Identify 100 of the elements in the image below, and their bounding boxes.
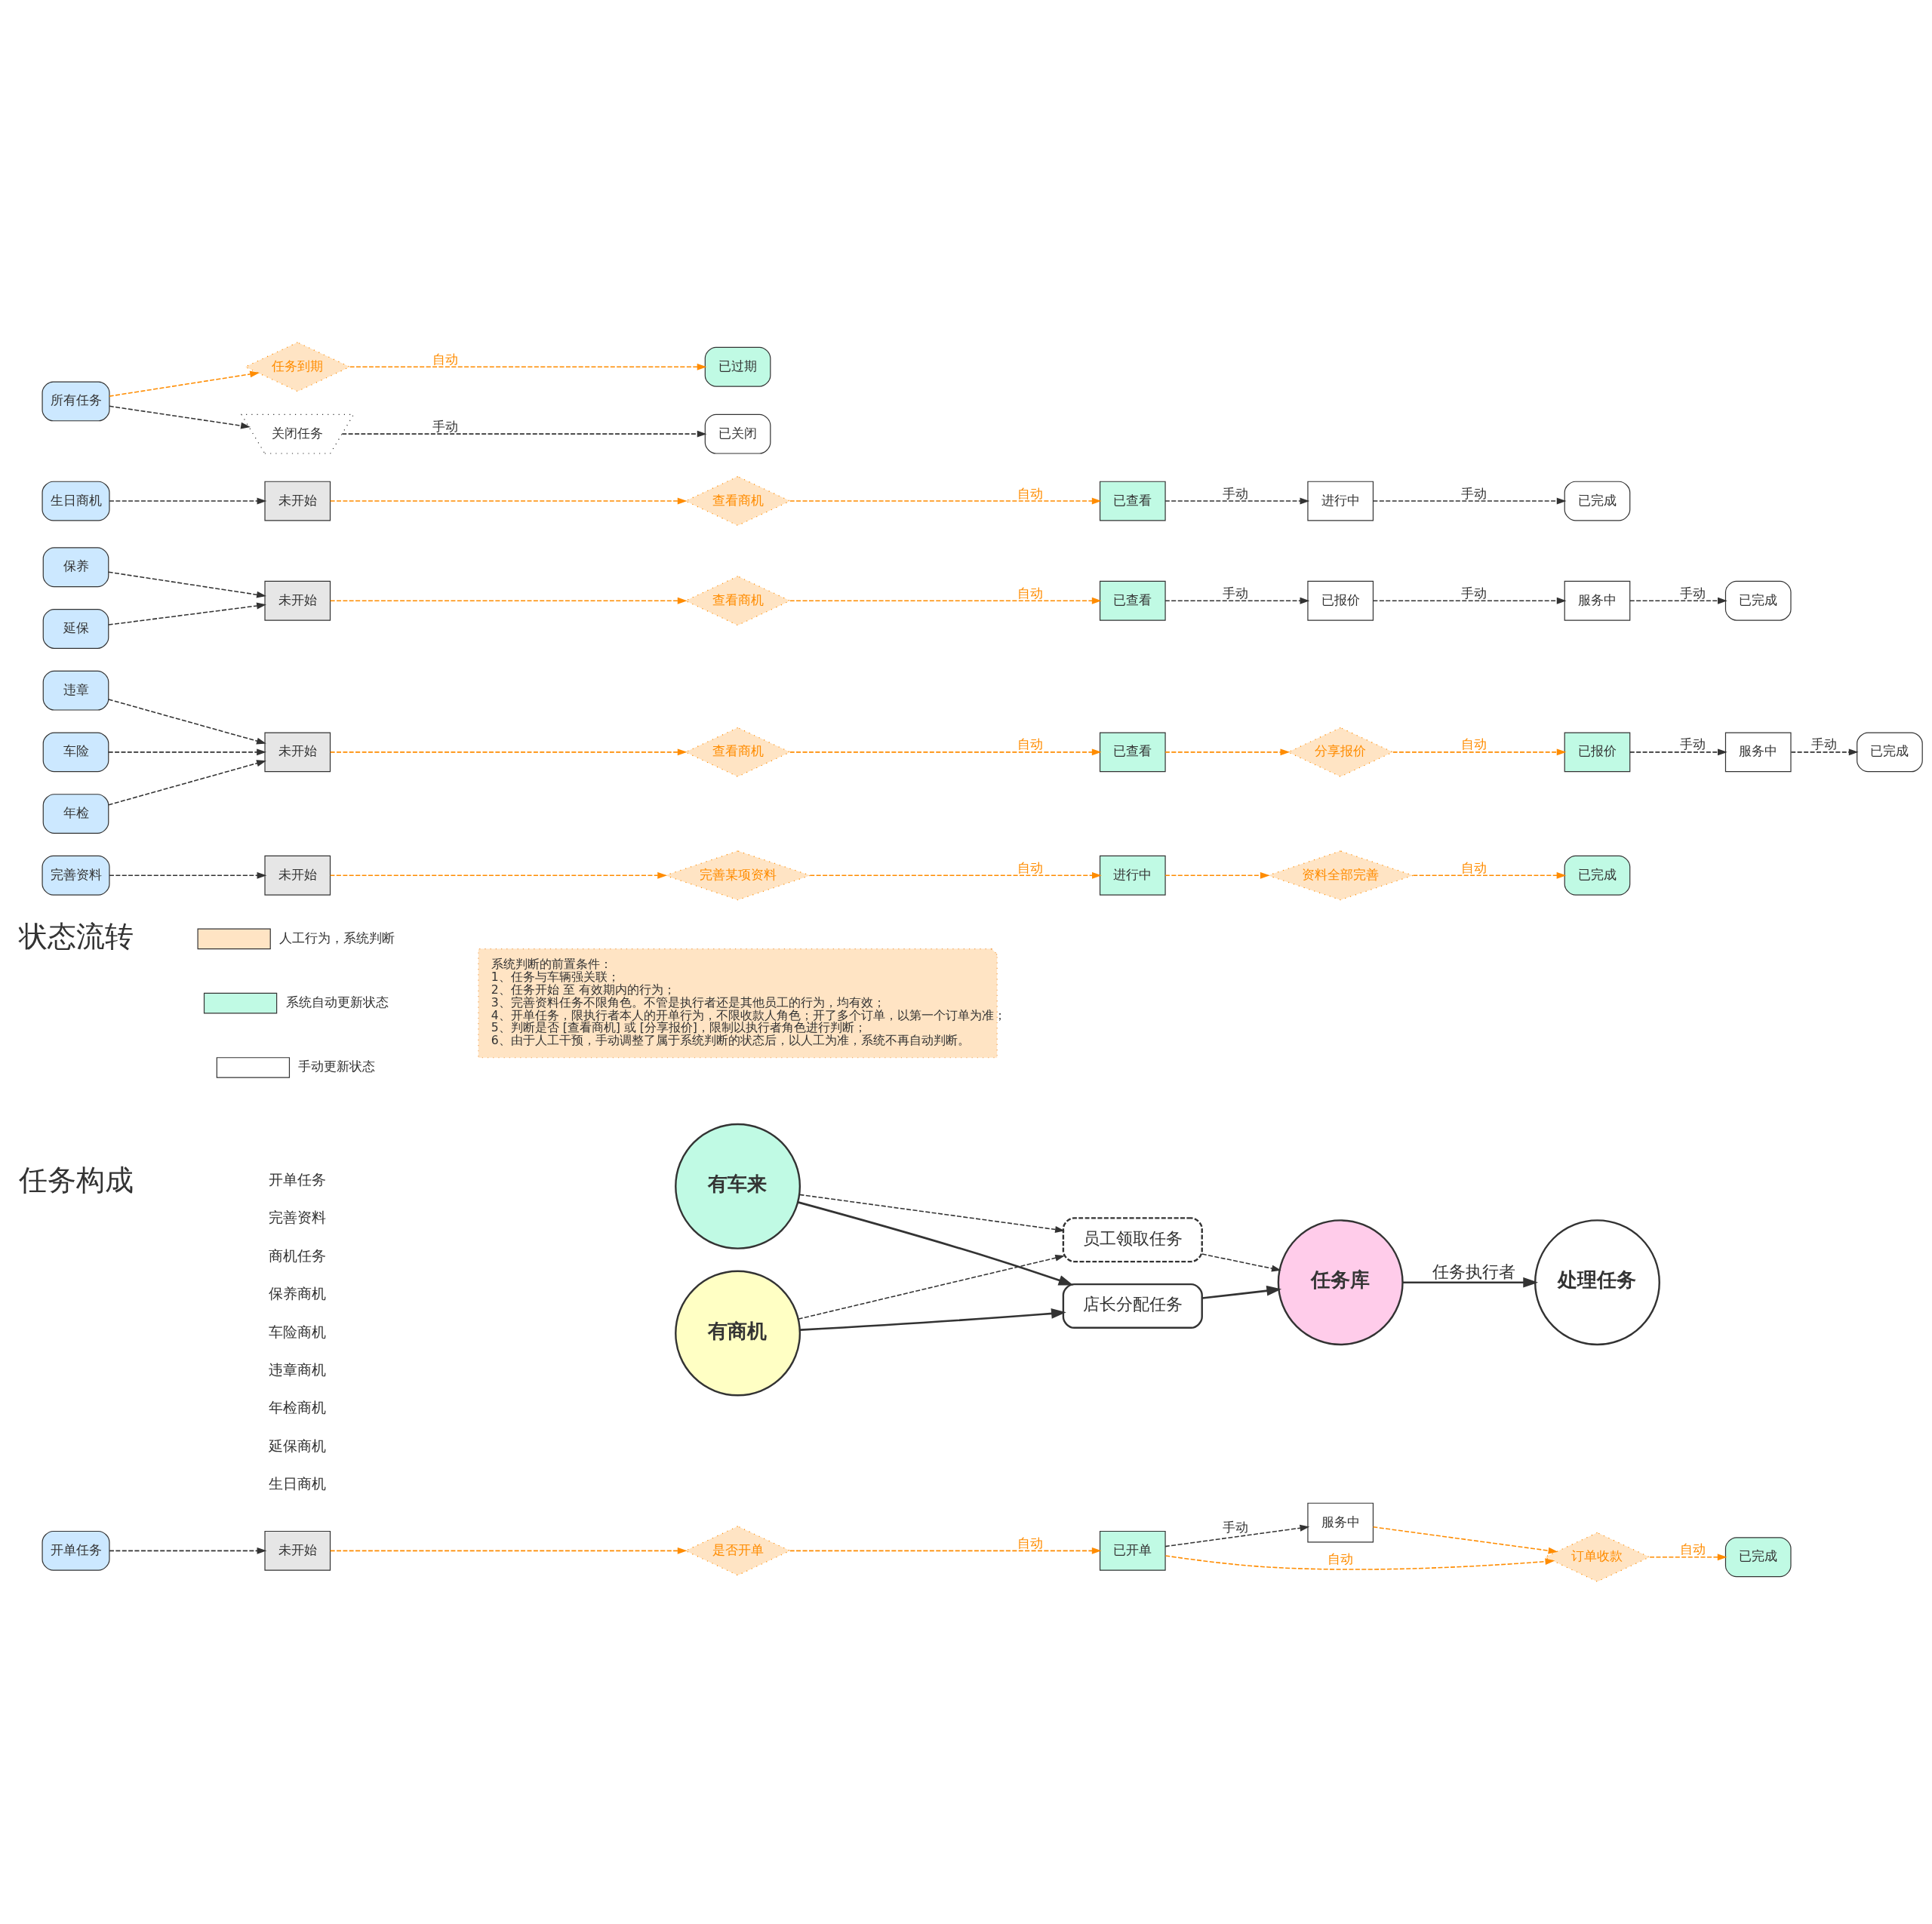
- edge-label: 任务执行者: [1432, 1262, 1516, 1281]
- node-diamond: 是否开单: [684, 1526, 792, 1576]
- arrow: [1372, 497, 1567, 505]
- node-box: 已查看: [1099, 580, 1166, 621]
- arrow: [109, 871, 267, 879]
- arrow: [108, 748, 266, 756]
- node-box: 已查看: [1099, 732, 1166, 773]
- label: 生日商机: [268, 1475, 326, 1493]
- label: 任务构成: [18, 1163, 134, 1197]
- node-box: 已报价: [1307, 580, 1374, 621]
- arrow: [1201, 1253, 1281, 1272]
- node-box: 已关闭: [704, 413, 771, 454]
- edge-label: 自动: [1461, 736, 1487, 752]
- arrow: [809, 871, 1102, 879]
- node-box: 开单任务: [42, 1530, 110, 1571]
- edge-label: 手动: [1222, 485, 1248, 501]
- edge-label: 自动: [1679, 1541, 1706, 1557]
- node-box: 已查看: [1099, 481, 1166, 521]
- arrow: [109, 370, 260, 397]
- arrow: [1629, 597, 1727, 604]
- arrow: [341, 430, 707, 438]
- arrow: [108, 699, 266, 745]
- arrow: [1164, 1555, 1555, 1570]
- arrow: [109, 497, 267, 505]
- node-box: 进行中: [1099, 855, 1166, 896]
- node-circle: 有商机: [675, 1270, 801, 1397]
- edge-label: 自动: [1017, 585, 1044, 601]
- label: 违章商机: [268, 1361, 326, 1379]
- arrow: [1790, 748, 1859, 756]
- node-box: 未开始: [264, 580, 331, 621]
- node-box: 违章: [42, 670, 109, 711]
- arrow: [329, 871, 667, 879]
- arrow: [1412, 871, 1567, 879]
- arrow: [329, 497, 688, 505]
- node-circle: 有车来: [675, 1123, 801, 1249]
- edge-label: 手动: [432, 418, 459, 434]
- node-box: 完善资料: [42, 855, 110, 896]
- arrow: [1201, 1285, 1282, 1299]
- arrow: [108, 602, 266, 625]
- arrow: [108, 571, 266, 598]
- node-box: 已过期: [704, 346, 771, 387]
- arrow: [329, 597, 688, 604]
- edge-label: 自动: [1017, 859, 1044, 875]
- node-circle: 处理任务: [1534, 1219, 1660, 1346]
- edge-label: 手动: [1461, 585, 1487, 601]
- node-box: 未开始: [264, 1530, 331, 1571]
- arrow: [1164, 497, 1310, 505]
- node-box: 未开始: [264, 732, 331, 773]
- arrow: [1164, 597, 1310, 604]
- arrow: [329, 1547, 688, 1554]
- edge-label: 手动: [1222, 1520, 1248, 1535]
- node-box: 已开单: [1099, 1530, 1166, 1571]
- edge-label: 手动: [1461, 485, 1487, 501]
- node-diamond: 查看商机: [684, 727, 792, 777]
- node-diamond: 查看商机: [684, 475, 792, 527]
- label: 完善资料: [268, 1209, 326, 1227]
- node-diamond: 任务到期: [244, 342, 351, 392]
- node-box: 已报价: [1564, 732, 1631, 773]
- node-box: 车险: [42, 732, 109, 773]
- node-box: 进行中: [1307, 481, 1374, 521]
- label: 年检商机: [268, 1399, 326, 1417]
- arrow: [329, 748, 688, 756]
- arrow: [789, 1547, 1102, 1554]
- arrow: [109, 405, 251, 429]
- edge-label: 自动: [1017, 485, 1044, 501]
- node-box: 未开始: [264, 481, 331, 521]
- arrow: [1402, 1277, 1539, 1288]
- edge-label: 手动: [1679, 585, 1706, 601]
- node-diamond: 查看商机: [684, 576, 792, 626]
- edge-label: 自动: [1017, 736, 1044, 752]
- arrow: [1372, 597, 1567, 604]
- node-box: 服务中: [1564, 580, 1631, 621]
- edge-label: 手动: [1679, 736, 1706, 752]
- arrow: [798, 1254, 1066, 1320]
- arrow: [798, 1194, 1065, 1233]
- node-box: 已完成: [1564, 481, 1631, 521]
- arrow: [1164, 1524, 1310, 1547]
- node-circle: 任务库: [1277, 1219, 1404, 1346]
- arrow: [789, 748, 1102, 756]
- arrow: [109, 1547, 267, 1554]
- edge-label: 自动: [1327, 1551, 1354, 1567]
- arrow: [349, 363, 707, 370]
- legend-label: 手动更新状态: [298, 1059, 376, 1074]
- arrow: [1629, 748, 1727, 756]
- arrow: [1164, 748, 1291, 756]
- arrow: [1164, 871, 1270, 879]
- edge-label: 自动: [432, 351, 459, 367]
- node-box: 已完成: [1724, 1537, 1792, 1578]
- label: 开单任务: [268, 1170, 326, 1188]
- legend-label: 人工行为，系统判断: [279, 930, 395, 945]
- arrow: [108, 760, 266, 806]
- node-box: 所有任务: [42, 381, 110, 422]
- arrow: [1392, 748, 1567, 756]
- label: 车险商机: [268, 1323, 326, 1341]
- node-box: 员工领取任务: [1062, 1217, 1203, 1263]
- legend-label: 系统自动更新状态: [285, 994, 389, 1010]
- node-box: 店长分配任务: [1062, 1283, 1203, 1329]
- node-box: 服务中: [1724, 732, 1792, 773]
- label: 延保商机: [268, 1437, 326, 1455]
- node-diamond: 分享报价: [1287, 727, 1394, 777]
